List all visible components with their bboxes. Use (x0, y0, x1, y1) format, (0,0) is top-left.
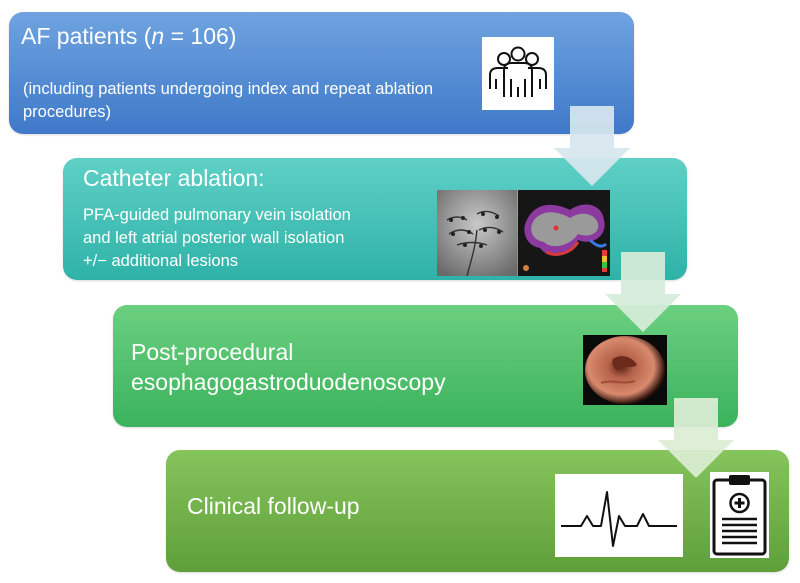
step-af-patients-subtitle: (including patients undergoing index and… (23, 80, 434, 121)
step-follow-up-title: Clinical follow-up (187, 493, 360, 519)
electroanatomic-map-image (518, 190, 610, 276)
ecg-trace-icon (555, 474, 683, 557)
arrow-step1-to-step2 (554, 106, 630, 186)
egd-title-line-2: esophagogastroduodenoscopy (131, 369, 446, 395)
ablation-line-1: PFA-guided pulmonary vein isolation (83, 206, 351, 224)
arrow-step2-to-step3 (605, 252, 681, 332)
step-egd: Post-procedural esophagogastroduodenosco… (113, 305, 738, 427)
medical-clipboard-icon (710, 472, 769, 558)
step-af-patients: AF patients (n = 106) (including patient… (9, 12, 634, 134)
step-clinical-follow-up: Clinical follow-up (166, 450, 789, 572)
group-of-people-icon (482, 37, 554, 110)
fluoroscopy-image (437, 190, 517, 276)
step-catheter-ablation-text: PFA-guided pulmonary vein isolation and … (83, 204, 443, 273)
arrow-step3-to-step4 (658, 398, 734, 478)
egd-title-line-1: Post-procedural (131, 339, 294, 365)
ablation-line-2: and left atrial posterior wall isolation (83, 229, 345, 247)
step-catheter-ablation: Catheter ablation: PFA-guided pulmonary … (63, 158, 687, 280)
endoscopy-image (583, 335, 667, 405)
title-n: n (151, 23, 165, 49)
title-suffix: = 106) (164, 23, 237, 49)
title-prefix: AF patients ( (21, 23, 152, 49)
step-af-patients-title: AF patients (n = 106) (21, 22, 236, 50)
ablation-line-3: +/− additional lesions (83, 252, 239, 270)
step-catheter-ablation-title: Catheter ablation: (83, 165, 265, 191)
step-egd-title: Post-procedural esophagogastroduodenosco… (131, 337, 446, 397)
